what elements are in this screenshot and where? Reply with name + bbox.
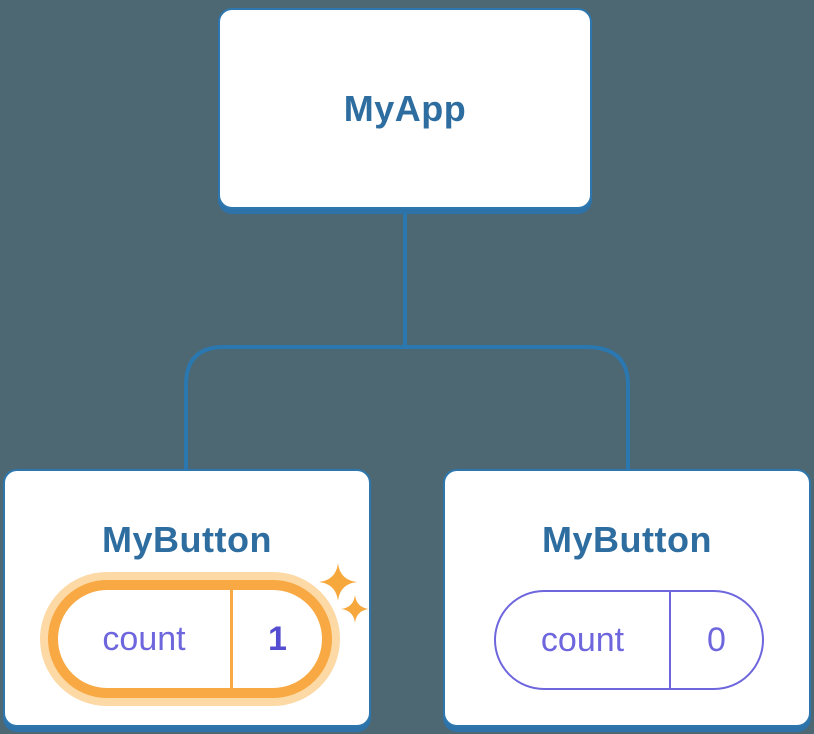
child-node-label: MyButton bbox=[102, 519, 272, 560]
child-node-right: MyButton count 0 bbox=[443, 469, 811, 727]
state-value: 0 bbox=[707, 620, 726, 659]
sparkle-icon bbox=[319, 563, 357, 601]
state-key: count bbox=[58, 590, 233, 688]
child-node-label: MyButton bbox=[542, 519, 712, 560]
state-key: count bbox=[496, 592, 671, 688]
connector-branch bbox=[184, 345, 630, 471]
sparkle-icon bbox=[341, 595, 369, 623]
root-node-label: MyApp bbox=[343, 87, 467, 129]
root-node: MyApp bbox=[218, 8, 592, 209]
state-pill: count 0 bbox=[494, 590, 764, 690]
child-node-left: MyButton count 1 bbox=[3, 469, 371, 727]
state-value: 1 bbox=[268, 619, 287, 658]
state-pill-highlighted: count 1 bbox=[48, 580, 332, 698]
